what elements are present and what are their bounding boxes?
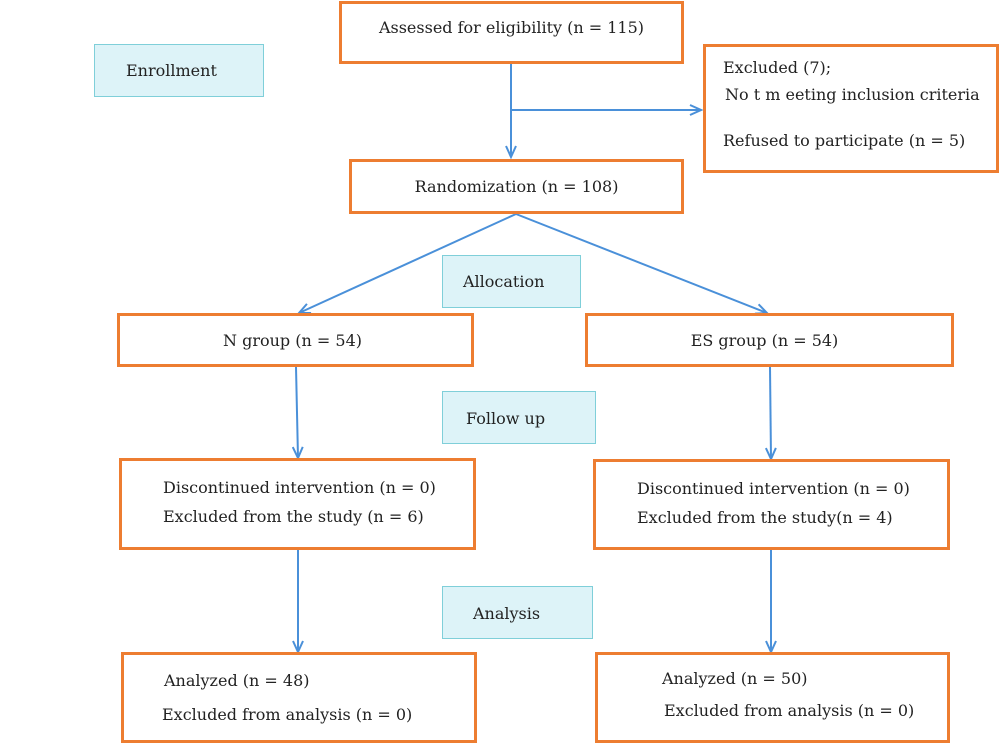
stage-allocation-label: Allocation [463,272,545,291]
es-followup-line2: Excluded from the study(n = 4) [637,508,893,527]
stage-follow-up: Follow up [442,391,596,444]
stage-enrollment-label: Enrollment [126,61,217,80]
box-n-followup: Discontinued intervention (n = 0) Exclud… [119,458,476,550]
stage-analysis: Analysis [442,586,593,639]
es-group-text: ES group (n = 54) [690,330,839,350]
stage-enrollment: Enrollment [94,44,264,97]
excluded-line1: Excluded (7); [723,58,832,77]
box-randomization: Randomization (n = 108) [349,159,684,214]
es-followup-line1: Discontinued intervention (n = 0) [637,479,910,498]
stage-analysis-label: Analysis [473,604,541,623]
arrow-randomization-to-n-group [299,213,517,313]
n-analysis-line2: Excluded from analysis (n = 0) [162,705,413,724]
stage-allocation: Allocation [442,255,581,308]
randomization-text: Randomization (n = 108) [414,177,619,196]
arrow-n-group-to-followup [296,366,298,458]
box-assessed: Assessed for eligibility (n = 115) [339,1,684,64]
excluded-line2: No t m eeting inclusion criteria [725,85,980,104]
n-followup-line2: Excluded from the study (n = 6) [163,507,424,526]
es-analysis-line1: Analyzed (n = 50) [662,669,808,688]
box-excluded: Excluded (7); No t m eeting inclusion cr… [703,44,999,173]
box-n-analysis: Analyzed (n = 48) Excluded from analysis… [121,652,477,743]
stage-follow-up-label: Follow up [466,409,546,428]
arrow-es-group-to-followup [770,366,771,459]
box-es-group: ES group (n = 54) [585,313,954,367]
n-followup-line1: Discontinued intervention (n = 0) [163,478,436,497]
box-es-analysis: Analyzed (n = 50) Excluded from analysis… [595,652,950,743]
es-analysis-line2: Excluded from analysis (n = 0) [664,701,915,720]
assessed-text: Assessed for eligibility (n = 115) [378,18,645,37]
arrow-randomization-to-es-group [515,213,767,313]
excluded-line3: Refused to participate (n = 5) [723,131,966,150]
n-analysis-line1: Analyzed (n = 48) [164,671,310,690]
box-es-followup: Discontinued intervention (n = 0) Exclud… [593,459,950,550]
n-group-text: N group (n = 54) [223,330,362,350]
box-n-group: N group (n = 54) [117,313,474,367]
